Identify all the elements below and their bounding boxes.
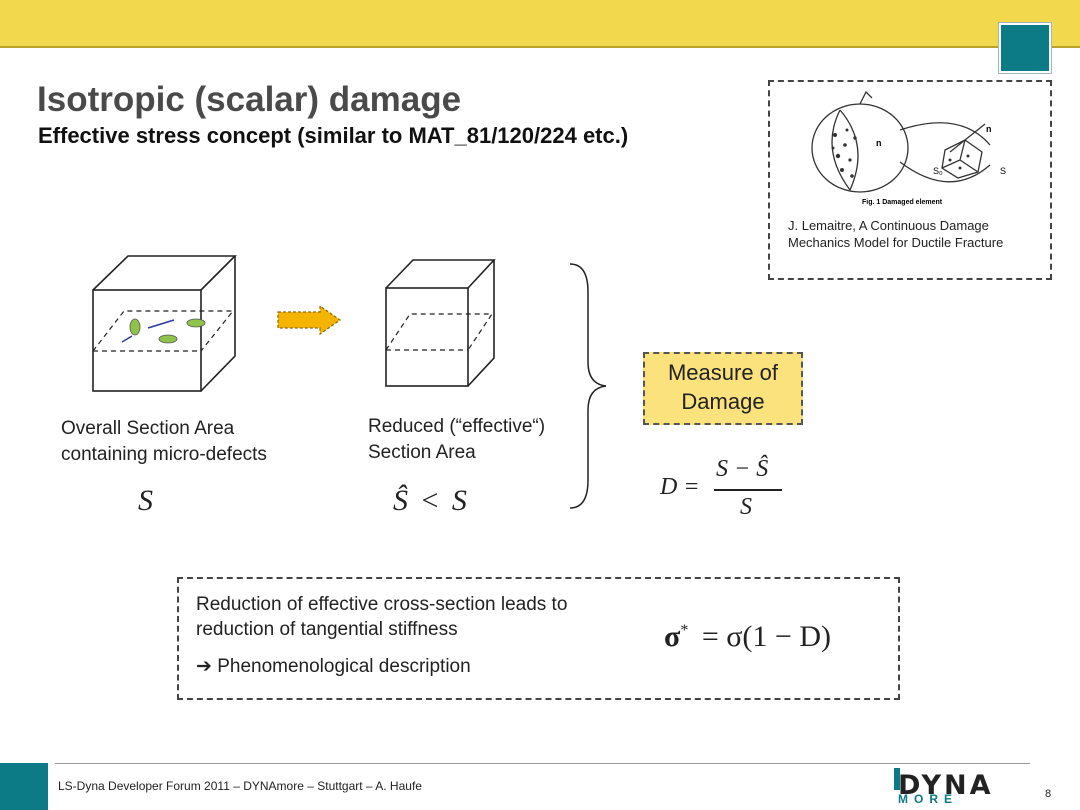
reduced-caption-line-1: Reduced (“effective“) <box>368 416 546 437</box>
inequality-rhs: S <box>451 484 467 517</box>
measure-line-1: Measure of <box>667 360 779 385</box>
inequality-lhs: Ŝ <box>393 484 408 517</box>
measure-of-damage-box <box>643 352 803 425</box>
damage-formula-denominator: S <box>740 494 752 520</box>
reduced-section-cube <box>385 259 496 387</box>
damage-formula-lhs: D = <box>660 474 700 500</box>
curly-brace <box>569 263 607 509</box>
bottom-line-3: ➔ Phenomenological description <box>196 656 471 677</box>
reduced-caption-line-2: Section Area <box>368 442 476 463</box>
page-number: 8 <box>1045 788 1052 800</box>
dynamore-logo: DYNA <box>898 770 994 801</box>
bottom-line-2: reduction of tangential stiffness <box>196 619 458 640</box>
formula-rhs: = σ(1 − D) <box>701 620 831 653</box>
right-arrow-icon <box>277 304 342 336</box>
dynamore-logo-sub: MORE <box>898 792 958 806</box>
reference-box <box>768 80 1052 280</box>
damage-formula-numerator: S − Ŝ <box>716 456 769 482</box>
area-inequality: Ŝ < S <box>393 484 467 518</box>
reference-citation: J. Lemaitre, A Continuous Damage Mechani… <box>788 217 1003 251</box>
bottom-line-1: Reduction of effective cross-section lea… <box>196 594 568 615</box>
header-accent-square <box>999 23 1051 73</box>
figure-label-n2: n <box>986 124 992 134</box>
effective-stress-formula: σ* = σ(1 − D) <box>664 620 831 654</box>
slide-title: Isotropic (scalar) damage <box>37 80 462 119</box>
overall-caption-line-2: containing micro-defects <box>61 444 267 465</box>
overall-section-cube <box>92 255 237 392</box>
reduced-section-caption: Reduced (“effective“) Section Area <box>368 414 545 466</box>
figure-label-n1: n <box>876 138 882 148</box>
reference-line-1: J. Lemaitre, A Continuous Damage <box>788 218 989 233</box>
overall-section-caption: Overall Section Area containing micro-de… <box>61 416 267 468</box>
damaged-element-figure: n n S₀ S Fig. 1 Damaged element <box>811 90 1006 206</box>
overall-caption-line-1: Overall Section Area <box>61 418 235 439</box>
footer-text: LS-Dyna Developer Forum 2011 – DYNAmore … <box>58 779 422 793</box>
micro-defects <box>121 318 206 344</box>
sigma-star: σ <box>664 620 681 653</box>
stiffness-reduction-box <box>177 577 900 700</box>
star-superscript: * <box>680 622 689 639</box>
footer-accent-square <box>0 763 48 810</box>
stiffness-reduction-text: Reduction of effective cross-section lea… <box>196 592 567 679</box>
fraction-bar <box>714 489 782 491</box>
reference-line-2: Mechanics Model for Ductile Fracture <box>788 235 1004 250</box>
inequality-operator: < <box>421 484 439 517</box>
overall-area-symbol: S <box>138 484 153 517</box>
figure-label-s0: S₀ <box>933 166 943 176</box>
footer-divider <box>55 763 1030 764</box>
slide-subtitle: Effective stress concept (similar to MAT… <box>38 123 629 148</box>
figure-caption: Fig. 1 Damaged element <box>862 199 943 206</box>
measure-of-damage-label: Measure of Damage <box>645 358 801 416</box>
measure-line-2: Damage <box>681 389 765 414</box>
logo-mark-icon <box>894 768 900 790</box>
header-bar <box>0 0 1080 48</box>
figure-label-s: S <box>1000 166 1006 176</box>
